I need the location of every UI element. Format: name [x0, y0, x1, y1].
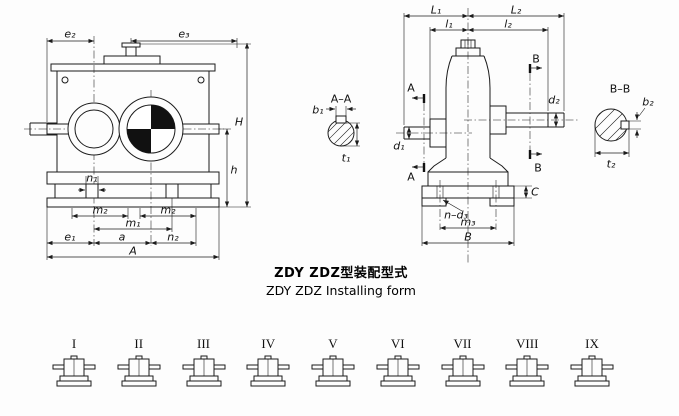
front-view [24, 36, 251, 260]
caption: ZDY ZDZ型装配型式 ZDY ZDZ Installing form [239, 262, 443, 298]
form-label: VI [390, 336, 405, 351]
form-label: V [328, 336, 338, 351]
dim-label-n2: n₂ [167, 230, 179, 244]
dim-label-b1: b₁ [312, 103, 324, 117]
dim-label-A: A [129, 244, 137, 258]
dim-label-n1: n₁ [86, 171, 98, 185]
assembly-form-4: IV [240, 337, 296, 389]
section-b-b-view [594, 107, 646, 157]
dim-label-e1: e₁ [64, 230, 76, 244]
dim-label-C: C [531, 185, 539, 199]
gearbox-form-icon [440, 355, 486, 389]
caption-chinese: ZDY ZDZ型装配型式 [274, 266, 408, 281]
section-a-a-view [326, 106, 360, 147]
assembly-form-7: VII [435, 337, 491, 389]
dim-label-d1: d₁ [393, 139, 405, 153]
section-marker-A-bottom: A [407, 170, 415, 184]
gearbox-form-icon [310, 355, 356, 389]
dim-label-l1: l₁ [445, 17, 453, 31]
gearbox-form-icon [51, 355, 97, 389]
section-b-title: B–B [609, 82, 631, 96]
gearbox-form-icon [181, 355, 227, 389]
dim-label-d2: d₂ [548, 93, 560, 107]
dim-label-m3: m₃ [460, 215, 476, 229]
side-view [396, 8, 578, 264]
dim-label-m1: m₁ [125, 216, 141, 230]
gearbox-form-icon [245, 355, 291, 389]
dim-label-t2: t₂ [606, 157, 616, 171]
dim-label-B-width: B [464, 230, 472, 244]
section-marker-B-bottom: B [534, 161, 542, 175]
dim-label-a: a [118, 230, 126, 244]
assembly-form-6: VI [370, 337, 426, 389]
dim-label-b2: b₂ [642, 95, 654, 109]
form-label: VII [453, 336, 472, 351]
assembly-form-5: V [305, 337, 361, 389]
dim-label-H: H [234, 115, 244, 129]
assembly-form-8: VIII [499, 337, 555, 389]
form-label: IX [585, 336, 599, 351]
gearbox-form-icon [116, 355, 162, 389]
form-label: III [197, 336, 210, 351]
form-label: II [134, 336, 144, 351]
section-marker-A-top: A [407, 81, 415, 95]
gearbox-form-icon [375, 355, 421, 389]
form-label: I [71, 336, 77, 351]
gearbox-form-icon [569, 355, 615, 389]
gearbox-form-icon [504, 355, 550, 389]
caption-english: ZDY ZDZ Installing form [266, 283, 416, 298]
dim-label-e2: e₂ [64, 27, 76, 41]
dim-label-L1: L₁ [430, 3, 442, 17]
dim-label-l2: l₂ [504, 17, 512, 31]
section-a-title: A–A [330, 92, 352, 106]
dim-label-e3: e₃ [178, 27, 190, 41]
assembly-form-9: IX [564, 337, 620, 389]
assembly-forms-row: I II III IV V VI VII VIII [46, 337, 620, 389]
dim-label-m2-right: m₂ [160, 203, 176, 217]
section-marker-B-top: B [532, 52, 540, 66]
dim-label-n-d3: n–d₃ [444, 208, 468, 222]
dim-label-t1: t₁ [341, 151, 351, 165]
form-label: IV [261, 336, 276, 351]
dim-label-m2-left: m₂ [92, 203, 108, 217]
dim-label-L2: L₂ [510, 3, 522, 17]
assembly-form-1: I [46, 337, 102, 389]
form-label: VIII [516, 336, 539, 351]
dim-label-h: h [230, 163, 238, 177]
assembly-form-2: II [111, 337, 167, 389]
assembly-form-3: III [176, 337, 232, 389]
